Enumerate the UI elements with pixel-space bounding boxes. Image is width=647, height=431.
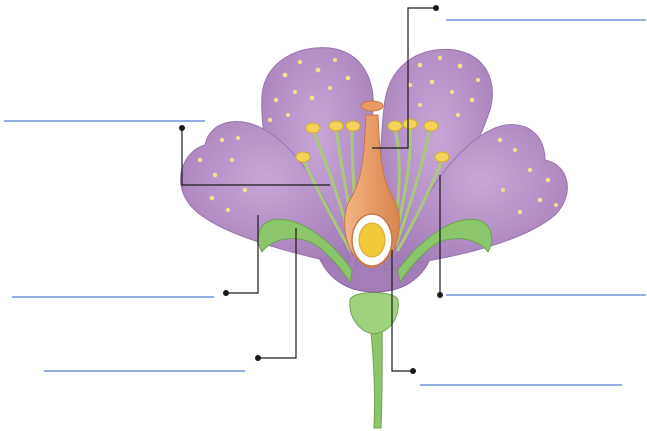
stem (350, 293, 398, 429)
leader-dot-petal (223, 290, 229, 296)
leader-dot-anther (179, 125, 185, 131)
leader-dot-filament (437, 292, 443, 298)
leader-dot-ovary (410, 368, 416, 374)
leader-dot-stigma (433, 5, 439, 11)
stigma (361, 101, 383, 111)
ovule (359, 223, 385, 257)
leader-dot-sepal (255, 355, 261, 361)
